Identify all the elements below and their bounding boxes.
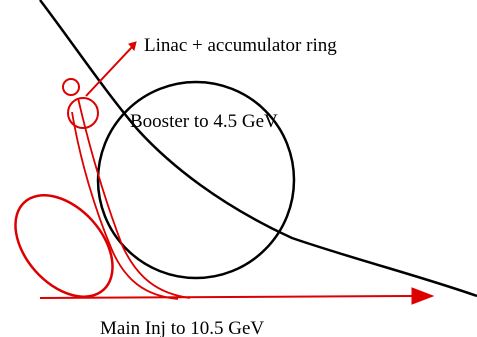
transfer-line-right	[77, 97, 191, 299]
booster-ring	[96, 80, 296, 280]
extraction-line	[39, 295, 416, 299]
existing-beamline-curve	[39, 0, 477, 298]
main-injector-ring	[14, 194, 114, 298]
booster-label: Booster to 4.5 GeV	[130, 111, 278, 132]
linac-pointer-line	[85, 45, 134, 97]
main-injector-label: Main Inj to 10.5 GeV	[100, 318, 264, 337]
extraction-arrowhead	[411, 287, 435, 305]
linac-label: Linac + accumulator ring	[144, 35, 337, 56]
transfer-line-left	[71, 111, 179, 300]
accumulator-ring	[67, 97, 99, 129]
linac-pointer-arrowhead	[128, 41, 137, 52]
small-ring-top	[62, 78, 80, 96]
